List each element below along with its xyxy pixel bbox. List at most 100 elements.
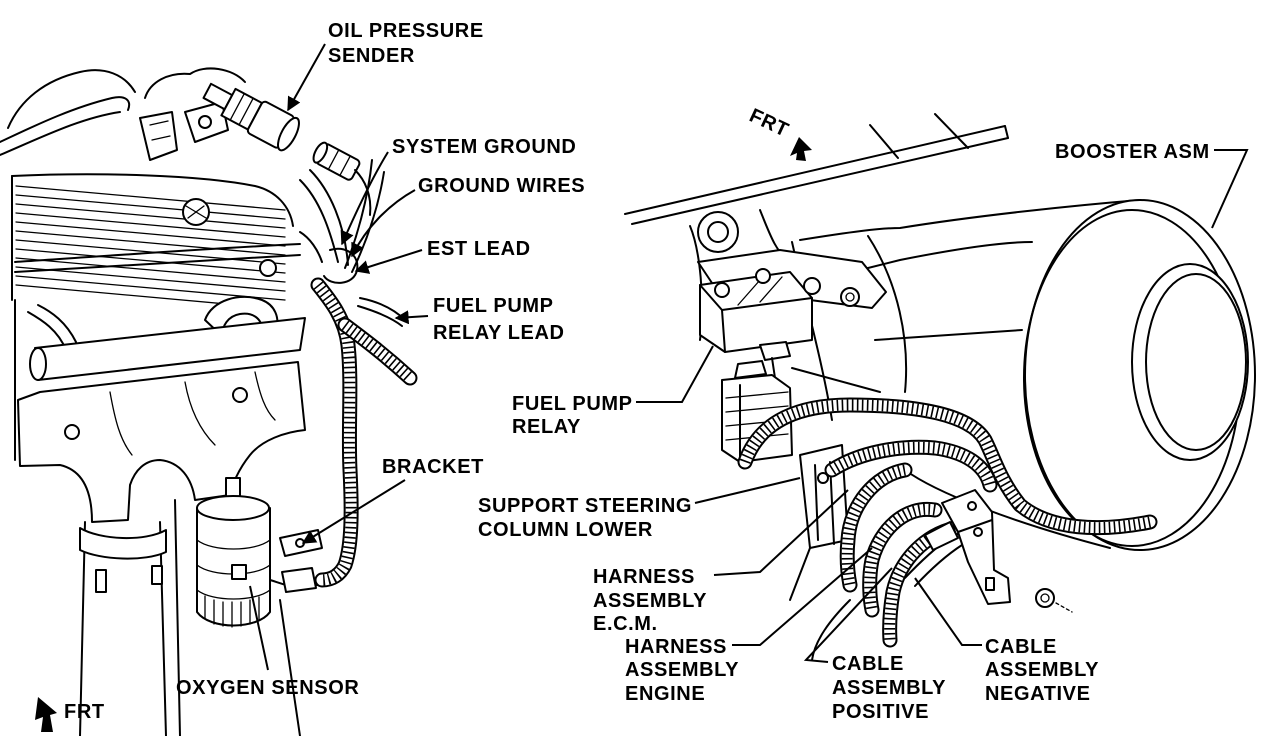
connector-rib — [327, 149, 351, 177]
exhaust-downpipe — [79, 499, 301, 736]
dash-hole-inner — [707, 221, 729, 243]
sensor-thread — [204, 595, 260, 628]
dash-contour — [867, 235, 908, 393]
booster-hub-inner — [1145, 273, 1247, 451]
leader-est-lead — [354, 249, 423, 274]
intake-curve — [144, 67, 246, 99]
leader-harness-engine — [732, 547, 873, 646]
bracket-bend — [957, 519, 993, 533]
wire-harness-left — [318, 285, 410, 580]
intake-curve — [7, 69, 136, 129]
cowl-end — [1004, 125, 1009, 139]
leader-support-steering-column — [694, 477, 801, 504]
right-dash-view: FRT — [624, 105, 1256, 661]
bracket-left — [279, 529, 323, 557]
bracket-bolt — [803, 277, 821, 295]
relay-box-edge — [699, 284, 813, 353]
harness-ecm-label-line2: ASSEMBLY — [593, 590, 707, 612]
manifold-body — [17, 361, 306, 523]
leader-fuel-pump-relay-lead — [394, 310, 429, 325]
booster-body-line — [799, 199, 1141, 241]
bracket-bolt — [295, 538, 305, 548]
cooling-fin — [15, 221, 286, 247]
fuel-pump-relay-label-line1: FUEL PUMP — [512, 393, 633, 415]
front-arrow-icon — [35, 697, 57, 732]
relay-strap — [791, 367, 881, 393]
cooling-fin — [15, 248, 286, 274]
pipe-flange — [174, 499, 181, 736]
frt-label-left: FRT — [64, 701, 105, 723]
pipe-clamp — [79, 527, 167, 560]
frt-indicator-right: FRT — [746, 105, 812, 161]
harness-engine-label-line1: HARNESS — [625, 636, 727, 658]
support-steering-column-label-line2: COLUMN LOWER — [478, 519, 653, 541]
relay-bolt — [755, 268, 771, 284]
connector-end — [312, 141, 329, 164]
relay-tab — [759, 341, 791, 361]
booster-hub — [1131, 263, 1249, 461]
cable-positive-label-line1: CABLE — [832, 653, 904, 675]
front-arrow-icon — [790, 137, 812, 161]
plug-wire — [14, 243, 301, 263]
bracket-bolt — [840, 287, 860, 307]
connector-tab — [734, 360, 767, 379]
leader-bracket — [301, 479, 406, 544]
valve-cover-edge — [11, 173, 294, 227]
leader-oil-pressure-sender — [287, 43, 326, 112]
intake-curve — [0, 96, 131, 143]
intake-bracket — [139, 111, 178, 161]
cable-clip — [924, 521, 959, 551]
oxygen-sensor-label: OXYGEN SENSOR — [176, 677, 359, 699]
intake-top — [0, 67, 246, 161]
valve-cover-bolt-detail — [185, 205, 207, 219]
linkage-bolt — [198, 115, 212, 129]
cooling-fin — [15, 212, 286, 238]
sender-connector — [312, 141, 361, 181]
pipe-flange — [279, 599, 301, 736]
manifold-bolt — [64, 424, 80, 440]
booster-assembly — [799, 199, 1256, 551]
cowl-seam — [934, 113, 969, 149]
valve-cover-bolt — [259, 259, 277, 277]
dash-contour — [811, 599, 851, 661]
ground-wires-label: GROUND WIRES — [418, 175, 585, 197]
spark-plug-boot — [37, 304, 77, 343]
leader-cable-negative — [914, 577, 982, 646]
downpipe-wall — [159, 521, 167, 736]
bracket-slot — [985, 577, 995, 591]
sensor-connector — [281, 567, 317, 593]
relay-bolt — [714, 282, 730, 298]
ground-wire — [344, 159, 373, 269]
oxygen-sensor — [196, 477, 351, 628]
oil-pressure-sender — [202, 82, 372, 216]
bracket-label: BRACKET — [382, 456, 484, 478]
cowl-panel — [624, 113, 1009, 661]
cooling-fin — [15, 257, 286, 283]
leader-fuel-pump-relay — [636, 345, 714, 403]
sensor-ring — [196, 589, 271, 600]
bracket-bolt-inner — [845, 292, 855, 302]
bracket-body — [941, 489, 1011, 605]
booster-body-line — [859, 241, 1033, 271]
leader-lines — [249, 43, 1249, 671]
oil-pressure-sender-label-line2: SENDER — [328, 45, 415, 67]
leader-oxygen-sensor — [249, 585, 269, 671]
ground-wire — [309, 169, 349, 266]
support-steering-column-label-line1: SUPPORT STEERING — [478, 495, 692, 517]
exhaust-manifold — [17, 317, 306, 523]
callout-labels: OIL PRESSURE SENDER SYSTEM GROUND GROUND… — [176, 20, 1209, 723]
cable-negative-label-line2: ASSEMBLY — [985, 659, 1099, 681]
est-lead-wire — [357, 305, 403, 327]
cooling-fin — [15, 185, 286, 211]
cooling-fin — [15, 203, 286, 229]
manifold-rail-end — [29, 347, 47, 381]
cowl-edge — [624, 125, 1006, 215]
clamp-bolt — [151, 565, 163, 585]
relay-lead — [771, 357, 776, 379]
leader-system-ground — [340, 151, 389, 246]
leader-booster-asm — [1211, 149, 1249, 229]
cable-positive-label-line3: POSITIVE — [832, 701, 929, 723]
support-hole — [817, 472, 829, 484]
sender-face — [277, 116, 300, 152]
